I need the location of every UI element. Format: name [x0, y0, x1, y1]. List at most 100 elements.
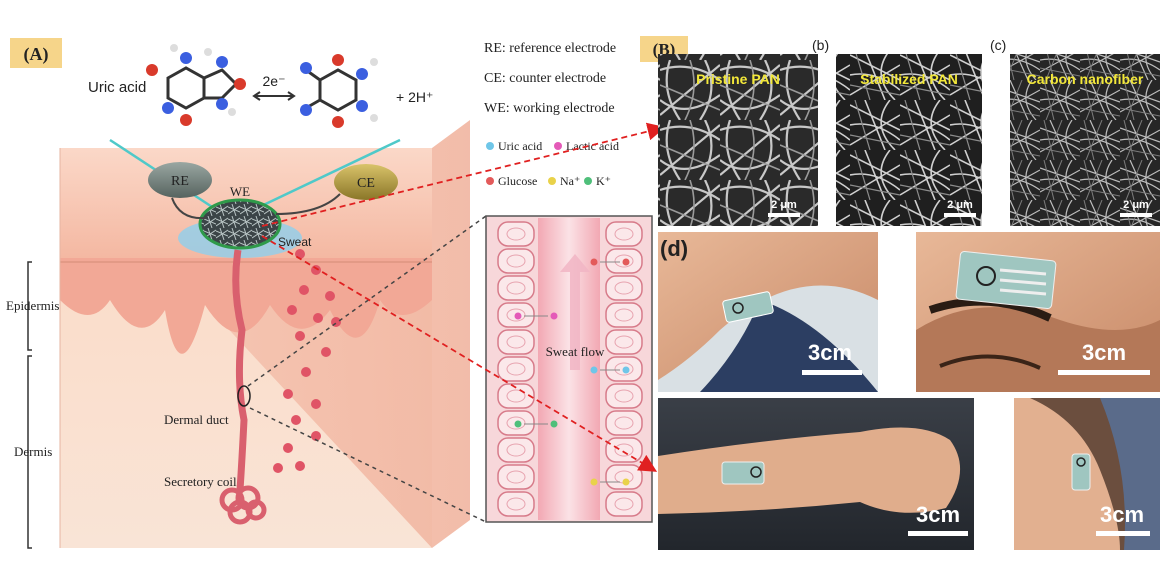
protons-label: + 2H⁺: [396, 89, 433, 105]
secretory-coil-icon: [219, 485, 267, 525]
duct-cell: [497, 275, 535, 301]
duct-cell: [497, 383, 535, 409]
reactant-label: Uric acid: [88, 79, 146, 96]
working-electrode: [198, 198, 282, 250]
duct-cell: [497, 464, 535, 490]
sensor-patch-upper-arm-icon: [1071, 453, 1091, 491]
duct-cell: [497, 221, 535, 247]
species-dot-lactic-acid: [554, 142, 562, 150]
sensor-patch-neck-icon: [722, 291, 774, 323]
duct-cell-nucleus: [614, 254, 634, 268]
sem-scalebar-pristine: [768, 213, 800, 217]
subpanel-d-label: (d): [660, 236, 688, 261]
electrode-patch: WE RE CE Sweat: [148, 162, 398, 258]
panel-a-label: (A): [24, 44, 49, 65]
epidermis-layer: [60, 258, 432, 354]
duct-cell-nucleus: [506, 335, 526, 349]
electron-transfer-label: 2e⁻: [263, 73, 286, 89]
duct-cell: [497, 491, 535, 517]
epidermis-bracket: [27, 261, 32, 351]
duct-cell-nucleus: [614, 227, 634, 241]
duct-zoom-marker: [237, 385, 251, 407]
duct-cell-nucleus: [506, 254, 526, 268]
sweat-droplets: [273, 249, 341, 473]
sem-scale-carbon: 2 μm: [1123, 199, 1149, 211]
sem-title-pristine: Pristine PAN: [696, 71, 780, 87]
subpanel-b-label: (b): [812, 37, 829, 53]
duct-cell: [605, 275, 643, 301]
species-label-lactic-acid: Lactic acid: [566, 139, 619, 153]
photo-upper-arm: 3cm: [1014, 398, 1160, 550]
duct-cell-nucleus: [614, 497, 634, 511]
ce-label: CE: [357, 176, 375, 191]
duct-cell: [605, 329, 643, 355]
duct-inset: Sweat flow: [485, 215, 653, 523]
duct-cell-nucleus: [506, 416, 526, 430]
species-dot-potassium: [584, 177, 592, 185]
ion-transport-markers: [514, 258, 630, 486]
duct-cell-nucleus: [614, 335, 634, 349]
re-label: RE: [171, 174, 189, 189]
species-label-sodium: Na⁺: [560, 174, 580, 188]
duct-cell-nucleus: [614, 281, 634, 295]
link-arrow-sem: [261, 122, 666, 227]
photo-scale-neck: 3cm: [808, 340, 852, 365]
uric-acid-molecule-icon: [146, 44, 246, 126]
duct-cell: [605, 221, 643, 247]
photo-neck: 3cm (d): [658, 232, 878, 392]
duct-wall-cells-right: [605, 221, 643, 517]
sem-image-pristine: Pristine PAN 2 μm: [658, 54, 818, 226]
sem-image-stabilized: Stabilized PAN 2 μm: [836, 54, 982, 226]
link-arrow-photos: [261, 235, 658, 472]
duct-cell-nucleus: [506, 443, 526, 457]
duct-cell-nucleus: [506, 497, 526, 511]
sem-scalebar-stabilized: [944, 213, 976, 217]
photo-forehead: 3cm: [916, 232, 1160, 392]
duct-cell-nucleus: [506, 470, 526, 484]
legend-ce: CE: counter electrode: [484, 71, 606, 86]
secretory-coil-label: Secretory coil: [164, 474, 237, 489]
sem-scale-stabilized: 2 μm: [947, 199, 973, 211]
photo-scale-forearm: 3cm: [916, 502, 960, 527]
panel-a-label-box: [10, 38, 62, 68]
duct-cell-nucleus: [614, 443, 634, 457]
duct-cell: [605, 302, 643, 328]
photo-scalebar-neck: [802, 370, 862, 375]
arrow-heads-icon: [252, 91, 296, 101]
panel-a: (A) Uric acid 2e⁻ + 2H⁺ RE: reference el…: [6, 38, 666, 549]
species-label-potassium: K⁺: [596, 174, 611, 188]
photo-scalebar-upper-arm: [1096, 531, 1150, 536]
dermis-bracket: [27, 355, 32, 549]
dermal-duct-label: Dermal duct: [164, 412, 229, 427]
photo-scale-upper-arm: 3cm: [1100, 502, 1144, 527]
dermis-label: Dermis: [14, 444, 52, 459]
duct-cell-nucleus: [506, 389, 526, 403]
duct-cell: [497, 356, 535, 382]
photo-scalebar-forehead: [1058, 370, 1150, 375]
duct-cell-nucleus: [506, 308, 526, 322]
sweat-flow-label: Sweat flow: [546, 344, 605, 359]
duct-cell-nucleus: [506, 362, 526, 376]
duct-cell-nucleus: [506, 281, 526, 295]
photo-forearm: 3cm: [658, 398, 974, 550]
reference-electrode: [148, 162, 212, 198]
species-legend: Uric acid Lactic acid Glucose Na⁺ K⁺: [486, 139, 619, 188]
duct-cell-nucleus: [614, 308, 634, 322]
duct-cell: [605, 491, 643, 517]
skin-block: [59, 120, 470, 548]
species-dot-glucose: [486, 177, 494, 185]
duct-cell: [497, 248, 535, 274]
dermal-duct-tube: [232, 249, 248, 491]
photo-scalebar-forearm: [908, 531, 968, 536]
legend-re: RE: reference electrode: [484, 41, 616, 56]
sem-title-carbon: Carbon nanofiber: [1027, 71, 1144, 87]
sensor-patch-forearm-icon: [721, 461, 765, 485]
duct-cell-nucleus: [614, 389, 634, 403]
species-label-uric-acid: Uric acid: [498, 139, 542, 153]
species-dot-uric-acid: [486, 142, 494, 150]
zoom-guide-lines: [247, 215, 487, 523]
panel-b: (B) (b) (c) Pristine PAN 2 μm Stabilized…: [640, 36, 1160, 550]
duct-cell: [605, 410, 643, 436]
sem-image-carbon: Carbon nanofiber 2 μm: [1010, 54, 1160, 226]
